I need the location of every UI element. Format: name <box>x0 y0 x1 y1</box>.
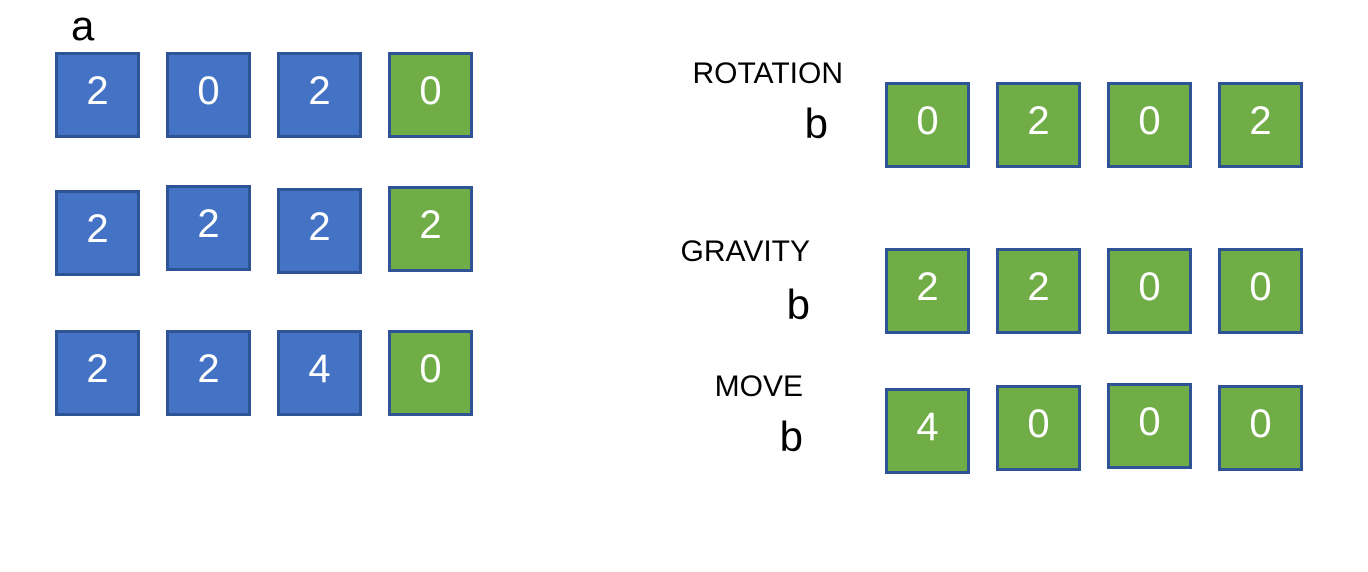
gravity-row: 2 2 0 0 <box>885 248 1303 334</box>
panel-a-row-3: 2 2 4 0 <box>55 330 473 416</box>
tile-green: 4 <box>885 388 970 474</box>
move-row: 4 0 0 0 <box>885 383 1303 474</box>
tile-blue: 2 <box>166 185 251 271</box>
gravity-sublabel: b <box>786 281 810 328</box>
move-title: MOVE <box>714 370 803 403</box>
tile-blue: 2 <box>277 52 362 138</box>
tile-blue: 2 <box>55 52 140 138</box>
tile-green: 2 <box>996 82 1081 168</box>
tile-green: 2 <box>1218 82 1303 168</box>
tile-blue: 2 <box>55 190 140 276</box>
move-label-block: MOVE b <box>715 369 803 460</box>
tile-green: 2 <box>388 186 473 272</box>
tile-green: 0 <box>1107 82 1192 168</box>
tile-green: 0 <box>1218 385 1303 471</box>
tile-green: 0 <box>388 52 473 138</box>
rotation-row: 0 2 0 2 <box>885 82 1303 168</box>
tile-green: 0 <box>1107 383 1192 469</box>
tile-blue: 2 <box>277 188 362 274</box>
panel-a-row-2: 2 2 2 2 <box>55 185 473 276</box>
tile-green: 0 <box>388 330 473 416</box>
rotation-sublabel: b <box>804 100 828 147</box>
tile-blue: 0 <box>166 52 251 138</box>
rotation-label-block: ROTATION b <box>692 56 843 147</box>
tile-blue: 2 <box>166 330 251 416</box>
tile-green: 2 <box>996 248 1081 334</box>
tile-green: 2 <box>885 248 970 334</box>
tile-green: 0 <box>996 385 1081 471</box>
tile-green: 0 <box>885 82 970 168</box>
tile-blue: 4 <box>277 330 362 416</box>
move-sublabel: b <box>779 413 803 460</box>
rotation-title: ROTATION <box>692 57 843 90</box>
panel-a-row-1: 2 0 2 0 <box>55 52 473 138</box>
tile-green: 0 <box>1218 248 1303 334</box>
gravity-title: GRAVITY <box>680 235 810 268</box>
panel-a-label: a <box>71 2 95 49</box>
gravity-label-block: GRAVITY b <box>681 234 810 328</box>
tile-green: 0 <box>1107 248 1192 334</box>
tile-blue: 2 <box>55 330 140 416</box>
